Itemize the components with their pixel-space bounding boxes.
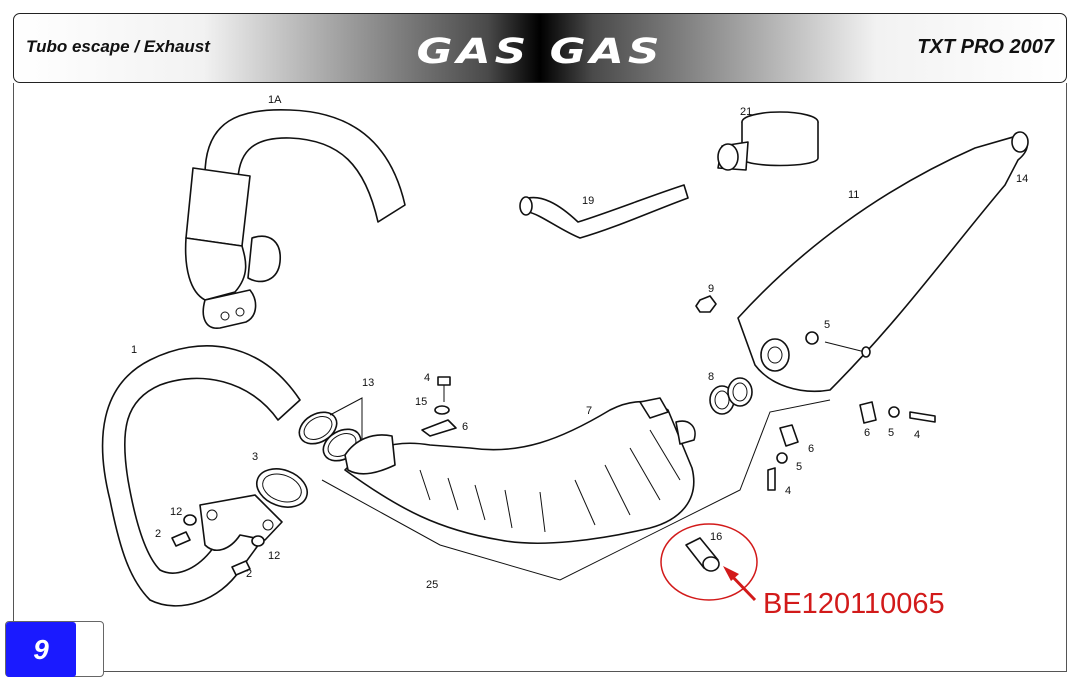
label-16: 16 <box>710 531 722 543</box>
part-rings-8[interactable] <box>709 377 753 415</box>
label-2b: 2 <box>246 568 252 580</box>
label-9: 9 <box>708 283 714 295</box>
label-3: 3 <box>252 451 258 463</box>
page-number: 9 <box>6 622 76 677</box>
label-21: 21 <box>740 106 752 118</box>
label-19: 19 <box>582 195 594 207</box>
label-4b: 4 <box>914 429 920 441</box>
brand-logo: GAS GAS <box>416 31 664 72</box>
part-13-gaskets[interactable] <box>294 397 367 467</box>
model-title: TXT PRO 2007 <box>917 36 1054 58</box>
label-12b: 12 <box>268 550 280 562</box>
label-1: 1 <box>131 344 137 356</box>
label-2a: 2 <box>155 528 161 540</box>
label-14: 14 <box>1016 173 1028 185</box>
part-bolts-2[interactable] <box>171 514 265 576</box>
label-4c: 4 <box>785 485 791 497</box>
header-banner: Tubo escape / Exhaust GAS GAS TXT PRO 20… <box>13 13 1067 83</box>
label-6b: 6 <box>864 427 870 439</box>
part-19-tube[interactable] <box>519 184 689 239</box>
label-5c: 5 <box>796 461 802 473</box>
label-11: 11 <box>848 189 859 201</box>
label-1a: 1A <box>268 94 282 106</box>
part-16-spacer[interactable] <box>685 537 720 572</box>
diagram-frame <box>13 83 1067 672</box>
part-1-front-pipe[interactable] <box>101 345 301 607</box>
part-25-expansion-chamber[interactable] <box>321 397 831 581</box>
label-6c: 6 <box>808 443 814 455</box>
label-7: 7 <box>586 405 592 417</box>
label-4a: 4 <box>424 372 430 384</box>
label-13: 13 <box>362 377 374 389</box>
part-11-silencer[interactable] <box>737 131 1029 393</box>
section-title: Tubo escape / Exhaust <box>26 37 210 56</box>
part-code-callout: BE120110065 <box>763 588 945 620</box>
label-5b: 5 <box>888 427 894 439</box>
label-6a: 6 <box>462 421 468 433</box>
part-1a-header-pipe[interactable] <box>184 109 406 329</box>
part-hardware-right[interactable] <box>767 401 936 491</box>
part-nut-9[interactable] <box>695 295 717 313</box>
part-bolt-4a[interactable] <box>421 376 457 437</box>
label-8: 8 <box>708 371 714 383</box>
callout-circle <box>660 523 758 602</box>
part-21-end-cap[interactable] <box>717 111 819 171</box>
label-15: 15 <box>415 396 427 408</box>
part-3-gasket[interactable] <box>251 462 312 514</box>
label-25: 25 <box>426 579 438 591</box>
part-bolt-5a[interactable] <box>805 331 871 358</box>
label-12a: 12 <box>170 506 182 518</box>
label-5a: 5 <box>824 319 830 331</box>
